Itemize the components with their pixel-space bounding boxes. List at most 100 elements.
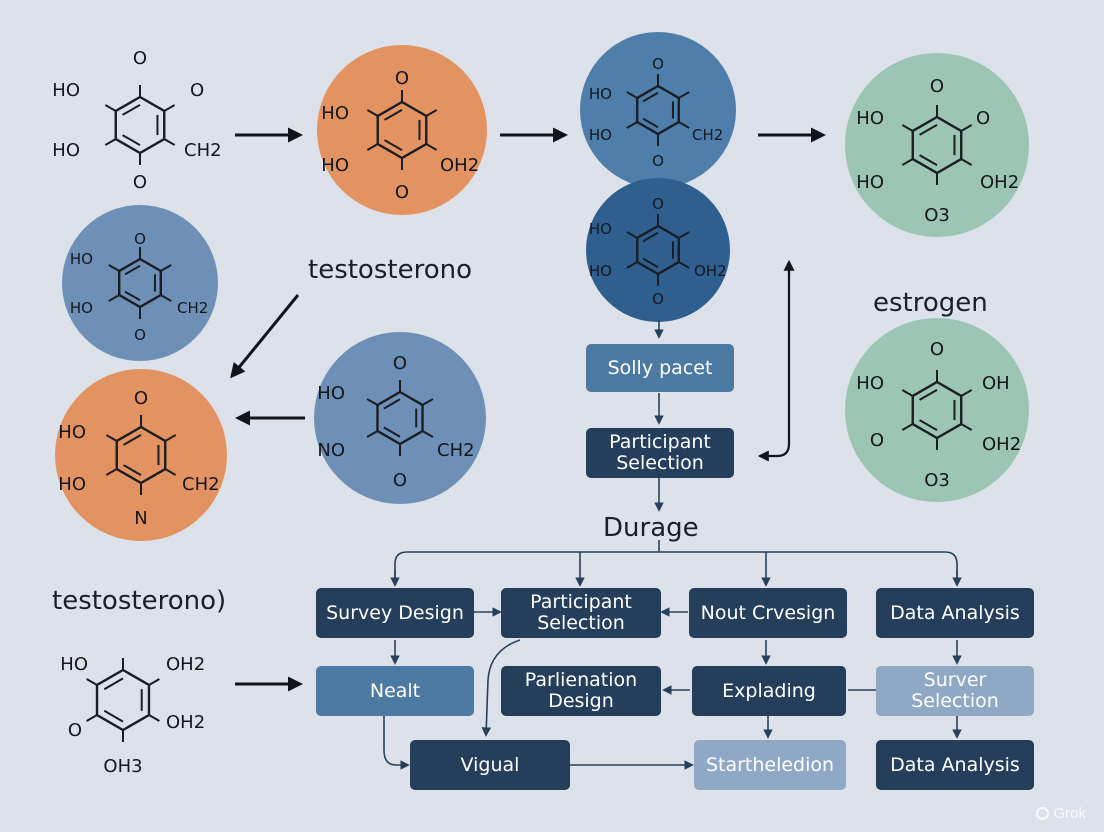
atom-label: HO [589,220,612,238]
double-bond [919,154,938,167]
substituent-bond [678,91,690,99]
box-data-analysis-2: Data Analysis [876,740,1034,790]
double-bond [642,117,659,129]
substituent-bond [163,138,176,146]
atom-label: O [652,55,664,73]
substituent-bond [960,423,973,431]
box-participant-selection-top: Participant Selection [586,428,734,478]
substituent-bond [422,398,434,406]
atom-label: O [133,172,147,193]
atom-label: CH2 [177,299,208,317]
atom-label: O [395,68,409,89]
double-bond [384,139,403,152]
atom-label: O [68,720,82,741]
return-arrow [757,259,795,462]
molecule-circle [586,178,730,322]
double-bond [123,433,142,446]
substituent-bond [164,434,177,442]
double-bond [103,677,124,691]
atom-label: CH2 [437,440,475,461]
atom-label: O [134,230,146,248]
double-bond [642,91,659,103]
atom-label: OH3 [103,756,142,777]
box-nout-crvesign: Nout Crvesign [689,588,847,638]
substituent-bond [148,714,160,722]
substituent-bond [626,231,638,239]
double-bond [123,464,142,477]
atom-label: OH2 [694,262,727,280]
substituent-bond [678,121,690,129]
atom-label: O [652,195,664,213]
atom-label: O [133,48,147,69]
double-bond [919,123,938,136]
substituent-bond [160,294,172,302]
double-bond [383,426,401,438]
atom-label: O [393,353,407,374]
label-estrogen: estrogen [873,288,988,318]
label-testosterone-bottom: testosterono) [52,586,227,616]
atom-label: O [976,108,990,129]
atom-label: HO [589,262,612,280]
box-vigual: Vigual [410,740,570,790]
atom-label: HO [58,474,86,495]
double-bond [383,398,401,410]
substituent-bond [678,261,690,269]
substituent-bond [425,109,438,117]
double-bond [919,388,938,401]
atom-label: O3 [924,470,950,491]
atom-label: OH [982,373,1010,394]
atom-label: O [393,470,407,491]
atom-label: HO [52,80,80,101]
substituent-bond [366,109,379,117]
substituent-bond [104,104,117,112]
box-surver-selection: Surver Selection [876,666,1034,716]
substituent-bond [86,714,98,722]
substituent-bond [960,158,973,166]
box-startheledion: Startheledion [694,740,846,790]
atom-label: O [930,76,944,97]
watermark-text: Grok [1053,805,1086,822]
atom-label: OH2 [166,654,205,675]
atom-label: NO [317,440,345,461]
flow-heading: Durage [603,513,699,543]
double-bond [919,419,938,432]
double-bond [124,264,141,276]
substituent-bond [626,261,638,269]
box-participant-selection: Participant Selection [501,588,661,638]
molecule-circle [845,53,1029,237]
molecule-circle [62,205,218,361]
box-parlienation-design: Parlienation Design [501,666,661,716]
atom-label: HO [58,422,86,443]
atom-label: O [134,388,148,409]
atom-label: O [870,430,884,451]
substituent-bond [108,294,120,302]
atom-label: O [652,152,664,170]
substituent-bond [148,678,160,686]
substituent-bond [901,158,914,166]
atom-label: O [190,80,204,101]
substituent-bond [108,264,120,272]
atom-label: HO [70,299,93,317]
substituent-bond [366,430,378,438]
box-data-analysis-1: Data Analysis [876,588,1034,638]
box-solly-pacet: Solly pacet [586,344,734,392]
substituent-bond [366,398,378,406]
atom-label: HO [60,654,88,675]
atom-label: HO [856,172,884,193]
molecule-circle [845,318,1029,502]
atom-label: HO [856,373,884,394]
substituent-bond [422,430,434,438]
atom-label: O3 [924,205,950,226]
atom-label: O [395,182,409,203]
atom-label: HO [321,103,349,124]
atom-label: CH2 [692,126,723,144]
label-testosterone-top: testosterono [308,255,472,285]
